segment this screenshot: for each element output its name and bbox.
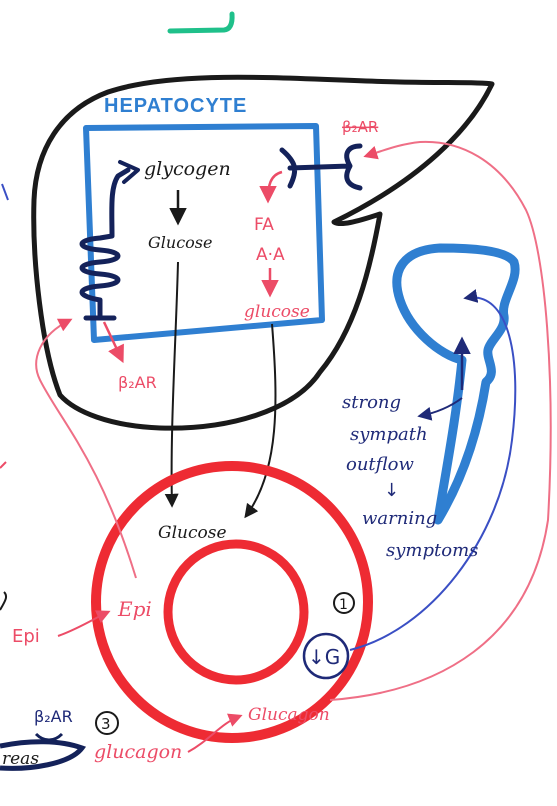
receptor-to-fa-arrow bbox=[268, 172, 282, 200]
left-partial-mark-2 bbox=[0, 462, 6, 468]
top-mark bbox=[170, 14, 232, 31]
b2ar-lower-label: β₂AR bbox=[118, 373, 157, 392]
fa-label: FA bbox=[254, 215, 274, 235]
brain-spinal-shape bbox=[397, 248, 515, 520]
left-partial-mark-3 bbox=[2, 184, 8, 200]
glycogen-label: glycogen bbox=[144, 158, 231, 180]
b2ar-bottom-label: β₂AR bbox=[34, 707, 73, 726]
receptor-y-right bbox=[282, 146, 360, 188]
glucose-gng-label: glucose bbox=[244, 302, 310, 322]
brain-arrow: ↓ bbox=[384, 480, 399, 501]
marker-3-label: 3 bbox=[101, 715, 111, 733]
left-partial-mark-1 bbox=[0, 592, 6, 610]
brain-text-symptoms: symptoms bbox=[386, 540, 478, 561]
glucose-liver-label: Glucose bbox=[148, 233, 212, 252]
hepatocyte-title: HEPATOCYTE bbox=[104, 95, 247, 117]
pancreas-partial-label: reas bbox=[2, 749, 39, 769]
brain-text-sympath: sympath bbox=[350, 424, 428, 445]
epi-outside-label: Epi bbox=[12, 626, 40, 647]
blood-vessel-inner bbox=[168, 544, 304, 680]
marker-1-label: 1 bbox=[339, 597, 348, 613]
epi-inside-label: Epi bbox=[117, 597, 152, 621]
low-glucose-label: ↓G bbox=[308, 645, 340, 669]
brain-text-outflow: outflow bbox=[346, 454, 415, 475]
liver-glucose-to-blood-arrow bbox=[172, 262, 178, 505]
circle-glucose-label: Glucose bbox=[158, 523, 227, 543]
glucagon-inner-label: Glucagon bbox=[248, 705, 330, 725]
gng-glucose-to-blood-arrow bbox=[246, 324, 275, 516]
b2ar-upper-label: β₂AR bbox=[342, 118, 378, 136]
aa-label: A·A bbox=[256, 245, 285, 265]
brain-text-strong: strong bbox=[342, 392, 401, 413]
brain-text-warning: warning bbox=[362, 508, 437, 529]
glucagon-outer-label: glucagon bbox=[94, 741, 182, 763]
